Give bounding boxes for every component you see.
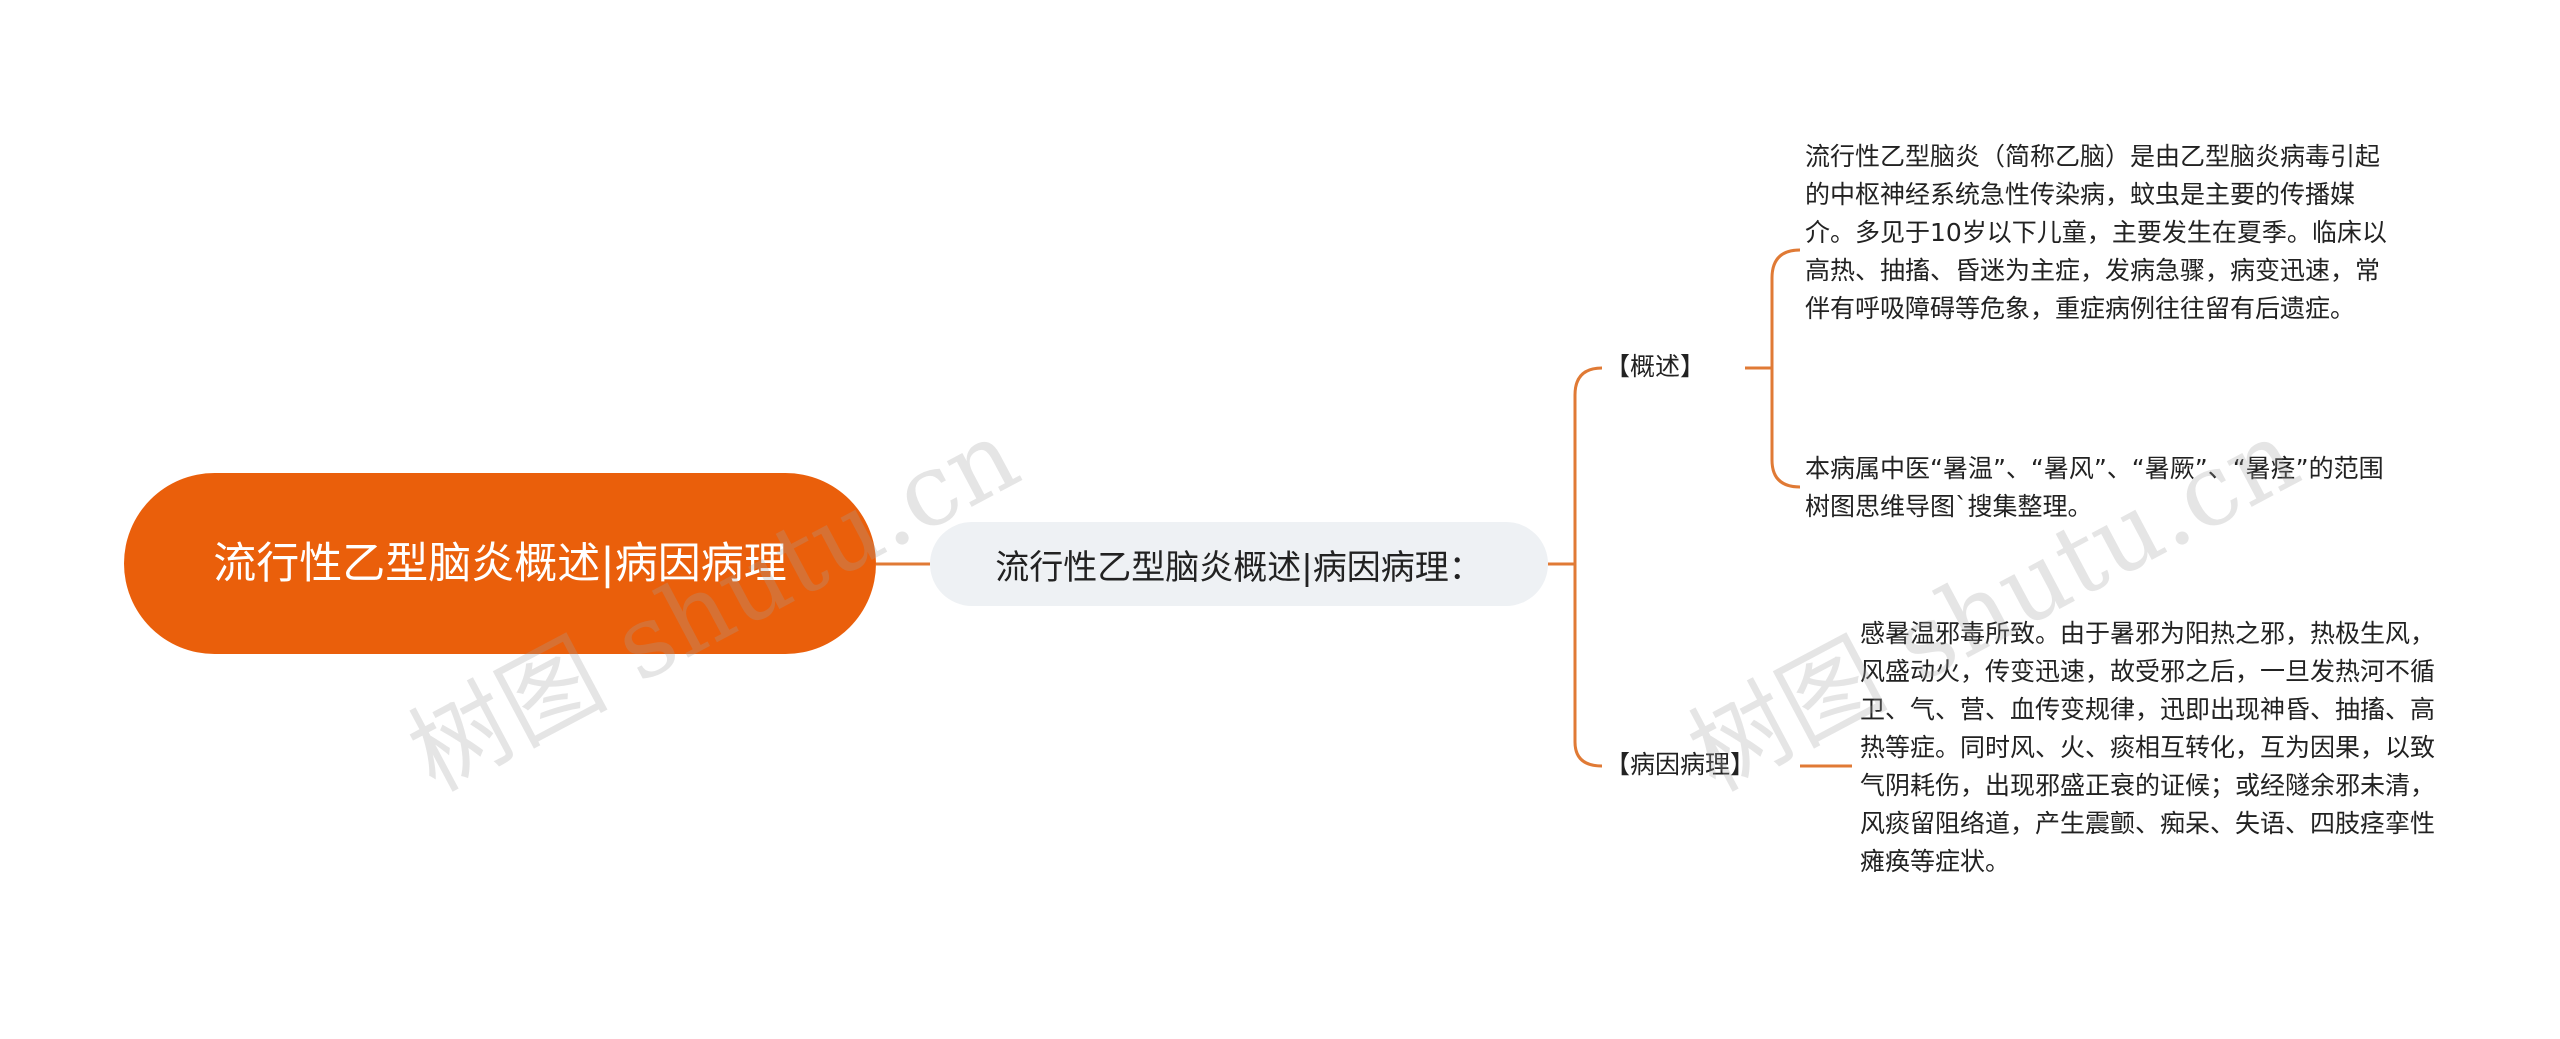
connector-overview-leaves	[1745, 248, 1801, 489]
connector-subtopic-branches	[1548, 366, 1603, 768]
subtopic-label: 流行性乙型脑炎概述|病因病理：	[995, 547, 1483, 588]
branch-etiology-label[interactable]: 【病因病理】	[1605, 750, 1756, 779]
overview-leaf-2: 本病属中医“暑温”、“暑风”、“暑厥”、“暑痉”的范围树图思维导图`搜集整理。	[1805, 454, 2384, 521]
root-node[interactable]: 流行性乙型脑炎概述|病因病理	[124, 473, 876, 654]
overview-leaf-1: 流行性乙型脑炎（简称乙脑）是由乙型脑炎病毒引起的中枢神经系统急性传染病，蚊虫是主…	[1805, 142, 2387, 323]
etiology-leaf-1: 感暑温邪毒所致。由于暑邪为阳热之邪，热极生风，风盛动火，传变迅速，故受邪之后，一…	[1860, 619, 2436, 876]
branch-overview-label[interactable]: 【概述】	[1605, 352, 1706, 381]
root-title: 流行性乙型脑炎概述|病因病理	[213, 538, 787, 589]
subtopic-node[interactable]: 流行性乙型脑炎概述|病因病理：	[930, 522, 1548, 606]
